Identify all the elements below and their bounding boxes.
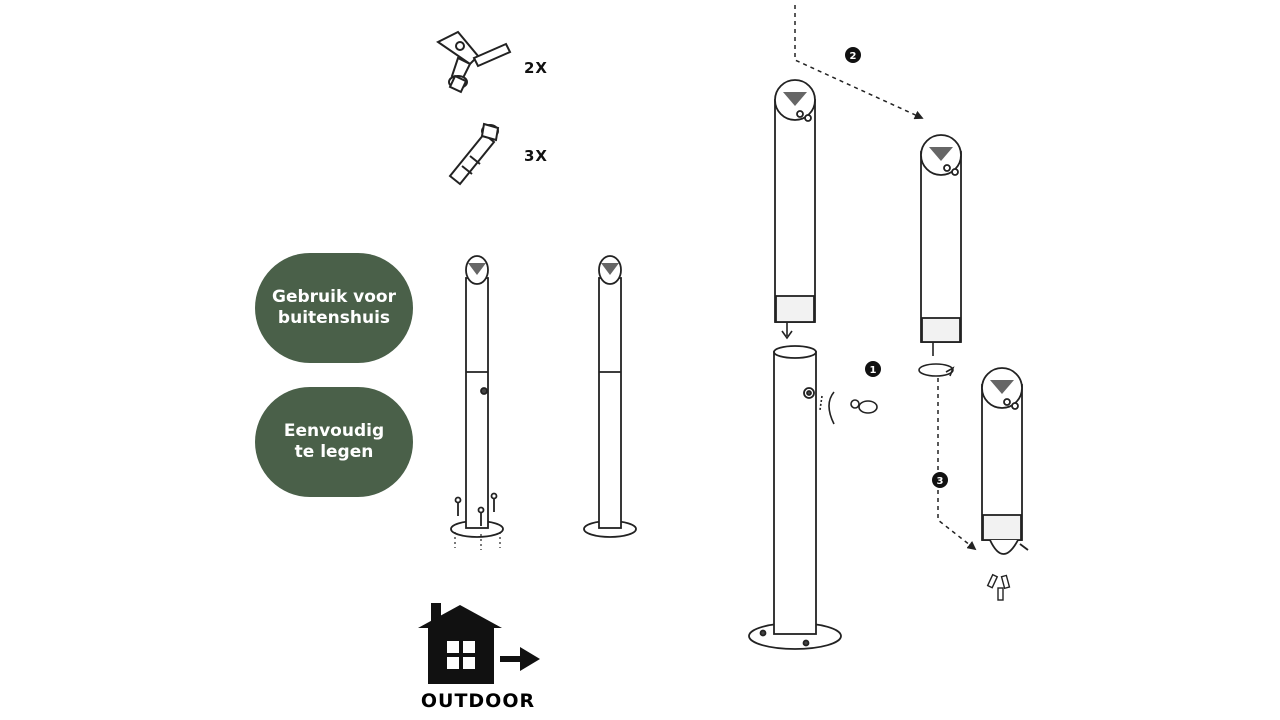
step-number-3: 3 bbox=[937, 476, 944, 487]
upper-ashtray-tube bbox=[774, 79, 816, 323]
lock-key-icon bbox=[819, 391, 878, 425]
badge-outdoor-use-line2: buitenshuis bbox=[277, 308, 391, 328]
anchor-bolt-icon bbox=[448, 122, 500, 186]
small-post-with-screws bbox=[450, 255, 504, 550]
rotate-arrow-icon bbox=[918, 342, 955, 377]
down-arrow-icon bbox=[781, 322, 793, 340]
step2-dashed-path bbox=[794, 5, 924, 120]
badge-easy-empty-line2: te legen bbox=[294, 442, 374, 462]
emptying-tube bbox=[981, 367, 1029, 555]
screw-icons bbox=[454, 492, 498, 526]
step-marker-3: 3 bbox=[932, 472, 948, 488]
anchor-bolt-quantity: 3X bbox=[524, 147, 549, 165]
outdoor-house-icon bbox=[418, 603, 540, 684]
badge-outdoor-use: Gebruik voor buitenshuis bbox=[255, 253, 413, 363]
step3-dashed-path bbox=[937, 378, 977, 551]
badge-easy-empty-line1: Eenvoudig bbox=[283, 421, 385, 441]
badge-easy-empty: Eenvoudig te legen bbox=[255, 387, 413, 497]
key-icon bbox=[436, 30, 512, 94]
outdoor-label: OUTDOOR bbox=[420, 690, 536, 712]
small-post-assembled bbox=[583, 255, 637, 538]
large-ground-post bbox=[748, 345, 842, 650]
step-marker-1: 1 bbox=[865, 361, 881, 377]
removed-ashtray-tube bbox=[920, 134, 962, 343]
step-number-2: 2 bbox=[850, 51, 857, 62]
step-marker-2: 2 bbox=[845, 47, 861, 63]
key-quantity: 2X bbox=[524, 59, 549, 77]
cigarette-butts-icon bbox=[986, 573, 1011, 601]
step-number-1: 1 bbox=[870, 365, 877, 376]
badge-outdoor-use-line1: Gebruik voor bbox=[271, 287, 396, 307]
